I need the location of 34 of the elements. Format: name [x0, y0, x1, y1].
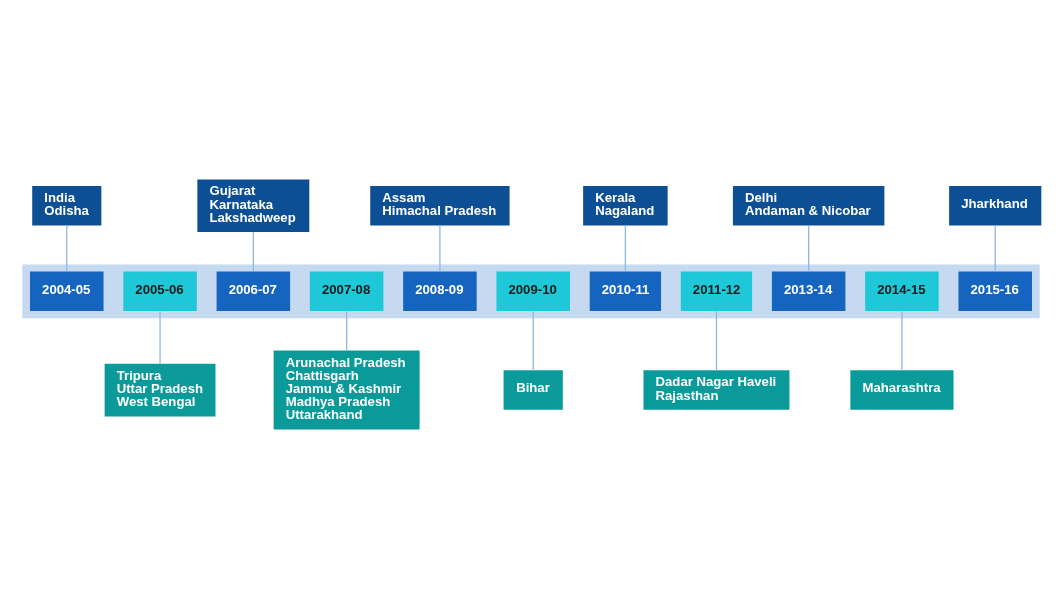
node-box: 2011-12 [680, 271, 753, 312]
node-box: Tripura Uttar Pradesh West Bengal [104, 363, 216, 417]
node-box: 2013-14 [771, 271, 846, 312]
node-box: Jharkhand [949, 185, 1042, 226]
node-box: India Odisha [32, 185, 102, 226]
node-box: Maharashtra [850, 370, 954, 410]
cluster [22, 264, 1040, 319]
connector [439, 225, 441, 273]
connector [532, 310, 534, 371]
node-box: 2004-05 [30, 271, 104, 312]
node-box: 2005-06 [123, 271, 197, 312]
node-box: 2010-11 [589, 271, 662, 312]
connector [994, 225, 996, 273]
node-box: Assam Himachal Pradesh [370, 185, 510, 226]
connector [624, 225, 627, 273]
connector [901, 310, 903, 371]
connector [252, 231, 254, 273]
connector [345, 310, 348, 352]
node-box: Dadar Nagar Haveli Rajasthan [643, 370, 790, 410]
node-box: 2015-16 [958, 271, 1032, 312]
node-box: Kerala Nagaland [583, 185, 668, 226]
node-box: 2006-07 [216, 271, 291, 312]
node-box: 2014-15 [865, 271, 939, 312]
node-box: 2008-09 [403, 271, 477, 312]
node-box: 2007-08 [309, 271, 384, 312]
node-box: Bihar [503, 370, 563, 410]
connector [715, 310, 718, 371]
connector [66, 225, 68, 273]
connector [159, 310, 161, 365]
node-box: Arunachal Pradesh Chattisgarh Jammu & Kashmir Madhya Pradesh Uttarakhand [273, 350, 420, 430]
node-box: Gujarat Karnataka Lakshadweep [197, 179, 310, 233]
connector [808, 225, 810, 273]
node-box: Delhi Andaman & Nicobar [732, 185, 885, 226]
node-box: 2009-10 [496, 271, 570, 312]
